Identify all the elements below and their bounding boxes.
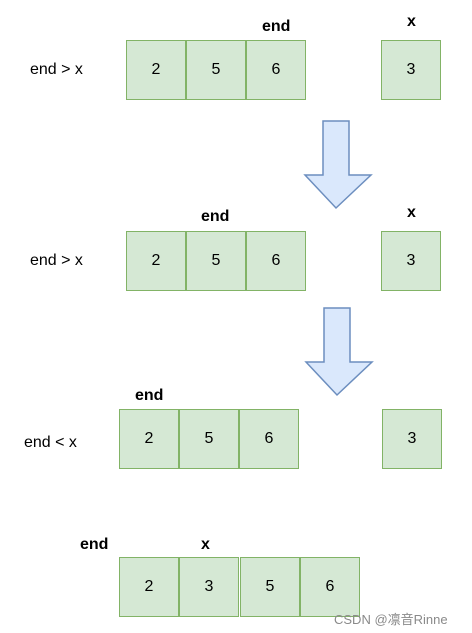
condition-label: end < x: [24, 434, 77, 451]
watermark: CSDN @凛音Rinne: [334, 612, 448, 627]
array-cell: 5: [240, 557, 300, 617]
array-cell: 3: [179, 557, 239, 617]
array-cell: 2: [126, 40, 186, 100]
array-cell: 2: [119, 409, 179, 469]
down-arrow-icon: [303, 120, 373, 210]
array-cell: 5: [186, 40, 246, 100]
condition-label: end > x: [30, 252, 83, 269]
x-pointer-label: x: [201, 536, 210, 553]
end-pointer-label: end: [135, 387, 164, 404]
x-value-cell: 3: [381, 40, 441, 100]
end-pointer-label: end: [201, 208, 230, 225]
end-pointer-label: end: [80, 536, 109, 553]
array-cell: 6: [239, 409, 299, 469]
end-pointer-label: end: [262, 18, 291, 35]
x-pointer-label: x: [407, 13, 416, 30]
array-cell: 2: [119, 557, 179, 617]
array-cell: 2: [126, 231, 186, 291]
array-cell: 6: [246, 40, 306, 100]
down-arrow-icon: [304, 307, 374, 397]
array-cell: 5: [186, 231, 246, 291]
x-value-cell: 3: [382, 409, 442, 469]
array-cell: 6: [246, 231, 306, 291]
array-cell: 5: [179, 409, 239, 469]
array-cell: 6: [300, 557, 360, 617]
x-pointer-label: x: [407, 204, 416, 221]
condition-label: end > x: [30, 61, 83, 78]
x-value-cell: 3: [381, 231, 441, 291]
